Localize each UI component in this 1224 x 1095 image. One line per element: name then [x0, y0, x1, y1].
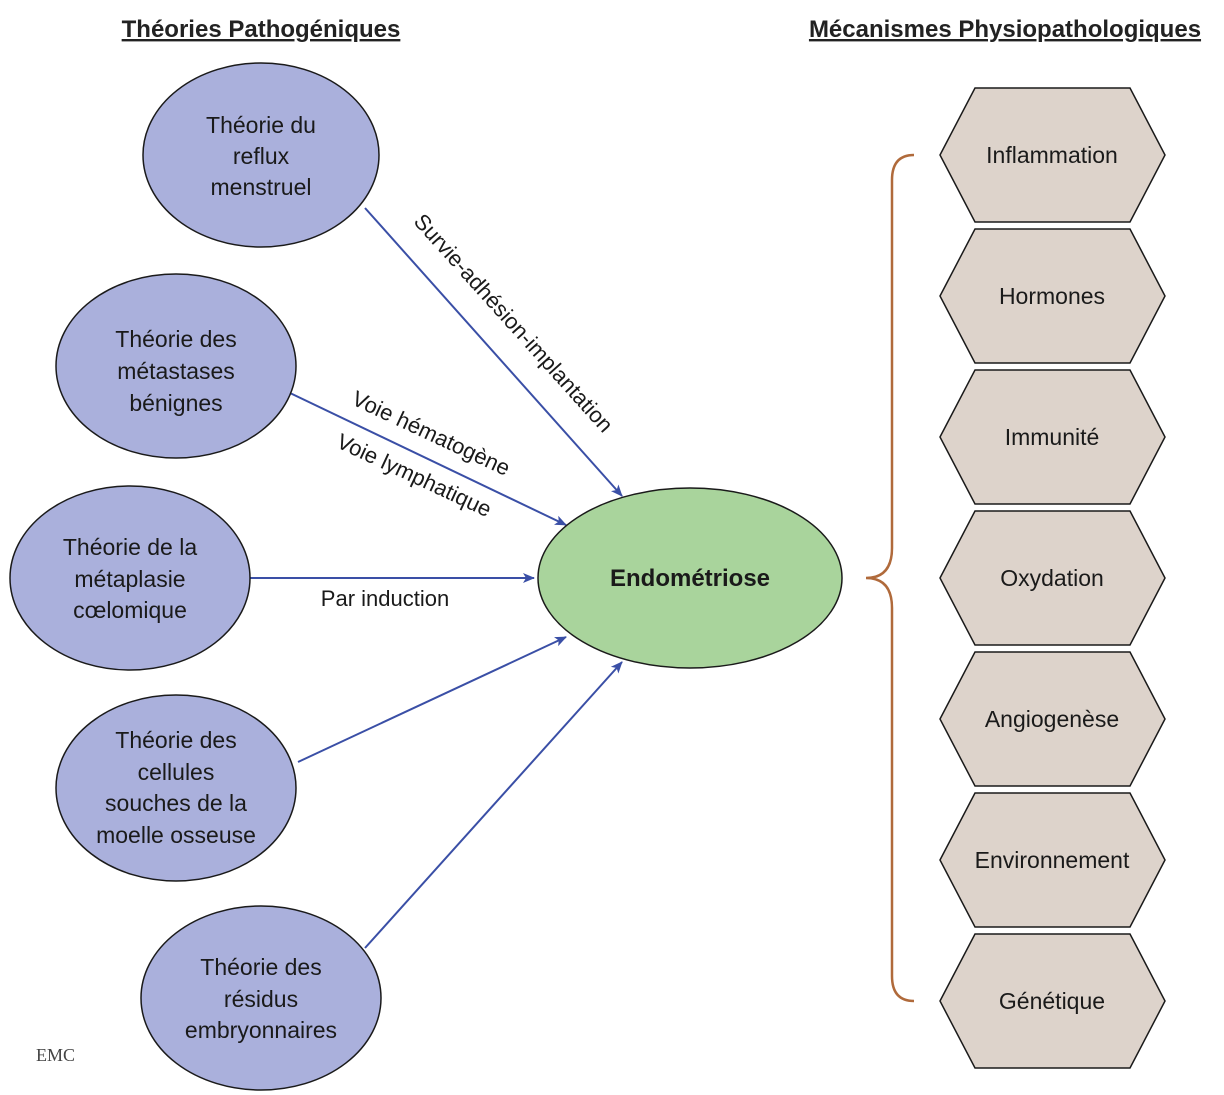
center-node: Endométriose	[537, 487, 843, 669]
mechanism-hexagon-shape	[939, 933, 1166, 1069]
theory-metastases-line: Théorie des	[115, 326, 236, 352]
mechanism-hexagon-shape	[939, 510, 1166, 646]
mechanism-label-environnement: Environnement	[975, 847, 1130, 873]
mechanism-label-inflammation: Inflammation	[986, 142, 1118, 168]
theory-cellules-souches-line: Théorie des	[115, 727, 236, 753]
arrow-residus	[364, 661, 623, 949]
theory-metastases-line: métastases	[117, 358, 235, 384]
theory-reflux-shape	[142, 62, 380, 248]
mechanism-hexagon-shape	[939, 369, 1166, 505]
theory-metaplasie-shape	[9, 485, 251, 671]
theory-cellules-souches-line: cellules	[138, 759, 215, 785]
mechanism-hexagon-shape	[939, 87, 1166, 223]
theory-reflux: Théorie du reflux menstruel	[142, 62, 380, 248]
theory-residus: Théorie des résidus embryonnaires	[140, 905, 382, 1091]
arrow-metastases	[289, 392, 567, 526]
heading-theories: Théories Pathogéniques	[122, 16, 401, 43]
mechanism-label-angiogenese: Angiogenèse	[985, 706, 1119, 732]
mechanism-hexagon: Angiogenèse	[939, 651, 1166, 787]
mechanism-hexagon: Hormones	[939, 228, 1166, 364]
theory-metaplasie: Théorie de la métaplasie cœlomique	[9, 485, 251, 671]
theory-residus-line: résidus	[224, 986, 298, 1012]
theory-cellules-souches-shape	[55, 694, 297, 882]
theory-metaplasie-line: Théorie de la	[63, 534, 197, 560]
mechanism-label-hormones: Hormones	[999, 283, 1105, 309]
theory-metastases: Théorie des métastases bénignes	[55, 273, 297, 459]
theory-reflux-line: reflux	[233, 143, 290, 169]
theory-residus-shape	[140, 905, 382, 1091]
edge-label-induction: Par induction	[321, 586, 449, 611]
arrow-cellules-souches	[297, 636, 567, 763]
theory-metaplasie-line: métaplasie	[74, 566, 185, 592]
mechanism-hexagon-shape	[939, 651, 1166, 787]
theory-reflux-line: menstruel	[211, 174, 312, 200]
theory-reflux-line: Théorie du	[206, 112, 316, 138]
mechanism-hexagon-shape	[939, 792, 1166, 928]
mechanism-label-oxydation: Oxydation	[1000, 565, 1104, 591]
center-label: Endométriose	[610, 565, 770, 592]
mechanism-hexagon: Immunité	[939, 369, 1166, 505]
edge-label-survie: Survie-adhésion-implantation	[409, 209, 618, 437]
mechanism-label-genetique: Génétique	[999, 988, 1105, 1014]
theory-metastases-shape	[55, 273, 297, 459]
theory-cellules-souches-line: souches de la	[105, 790, 247, 816]
arrow-reflux	[364, 207, 623, 497]
arrows	[248, 207, 623, 949]
theory-metastases-line: bénignes	[129, 390, 222, 416]
theory-cellules-souches: Théorie des cellules souches de la moell…	[55, 694, 297, 882]
emc-logo: EMC	[36, 1045, 75, 1065]
mechanism-hexagon: Inflammation	[939, 87, 1166, 223]
brace	[865, 153, 915, 1003]
theory-cellules-souches-line: moelle osseuse	[96, 822, 256, 848]
theory-residus-line: Théorie des	[200, 954, 321, 980]
heading-mechanisms: Mécanismes Physiopathologiques	[809, 16, 1201, 43]
theory-residus-line: embryonnaires	[185, 1017, 337, 1043]
theory-metaplasie-line: cœlomique	[73, 597, 187, 623]
mechanism-hexagon-shape	[939, 228, 1166, 364]
mechanism-label-immunite: Immunité	[1005, 424, 1100, 450]
mechanism-hexagon: Environnement	[939, 792, 1166, 928]
mechanism-hexagon: Oxydation	[939, 510, 1166, 646]
mechanism-hexagon: Génétique	[939, 933, 1166, 1069]
center-node-shape	[537, 487, 843, 669]
